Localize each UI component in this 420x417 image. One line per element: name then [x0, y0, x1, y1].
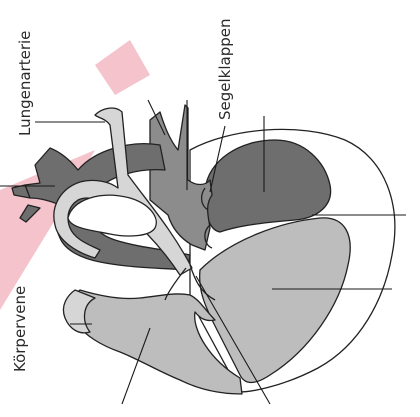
label-body-vein: Körpervene: [11, 286, 29, 372]
label-pulmonary-artery: Lungenarterie: [16, 31, 34, 136]
label-semilunar-valves: Segelklappen: [216, 19, 234, 121]
